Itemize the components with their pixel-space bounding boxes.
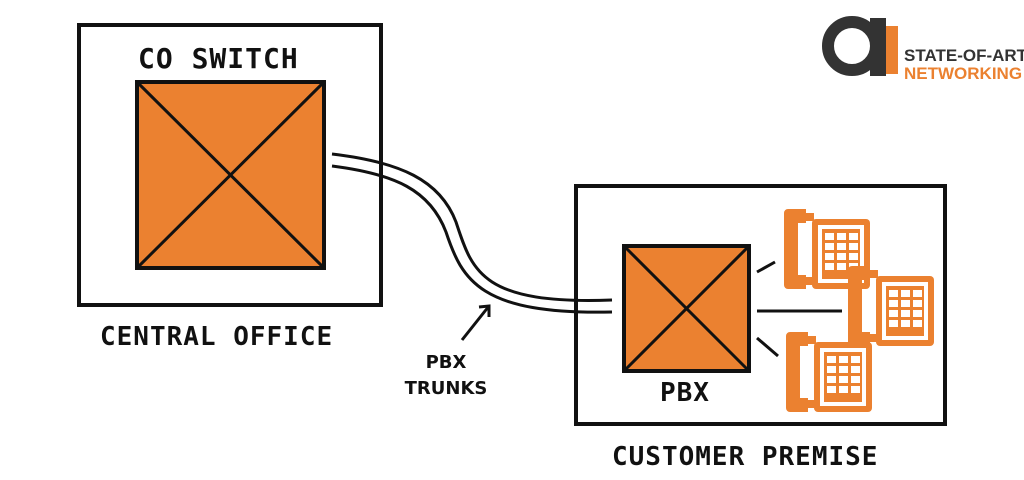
logo-line1: STATE-OF-ART	[904, 46, 1024, 65]
telephone-icon	[786, 332, 872, 412]
pbx-switch	[622, 244, 751, 373]
customer-premise-label: CUSTOMER PREMISE	[612, 442, 879, 472]
brand-logo: STATE-OF-ART NETWORKING	[822, 14, 1024, 84]
phone-links	[756, 260, 842, 358]
logo-line2: NETWORKING	[904, 64, 1023, 83]
trunks-arrow	[460, 304, 491, 341]
pbx-trunks-label: PBX TRUNKS	[400, 350, 492, 402]
trunks-label-line2: TRUNKS	[404, 378, 488, 399]
pbx-trunks-lines	[331, 152, 613, 314]
co-switch	[135, 80, 326, 270]
central-office-label: CENTRAL OFFICE	[100, 322, 334, 352]
telephone-icon	[848, 266, 934, 346]
trunks-label-line1: PBX	[425, 352, 467, 373]
pbx-label: PBX	[660, 378, 710, 408]
logo-mark-icon	[822, 16, 898, 76]
co-switch-label: CO SWITCH	[138, 42, 299, 75]
